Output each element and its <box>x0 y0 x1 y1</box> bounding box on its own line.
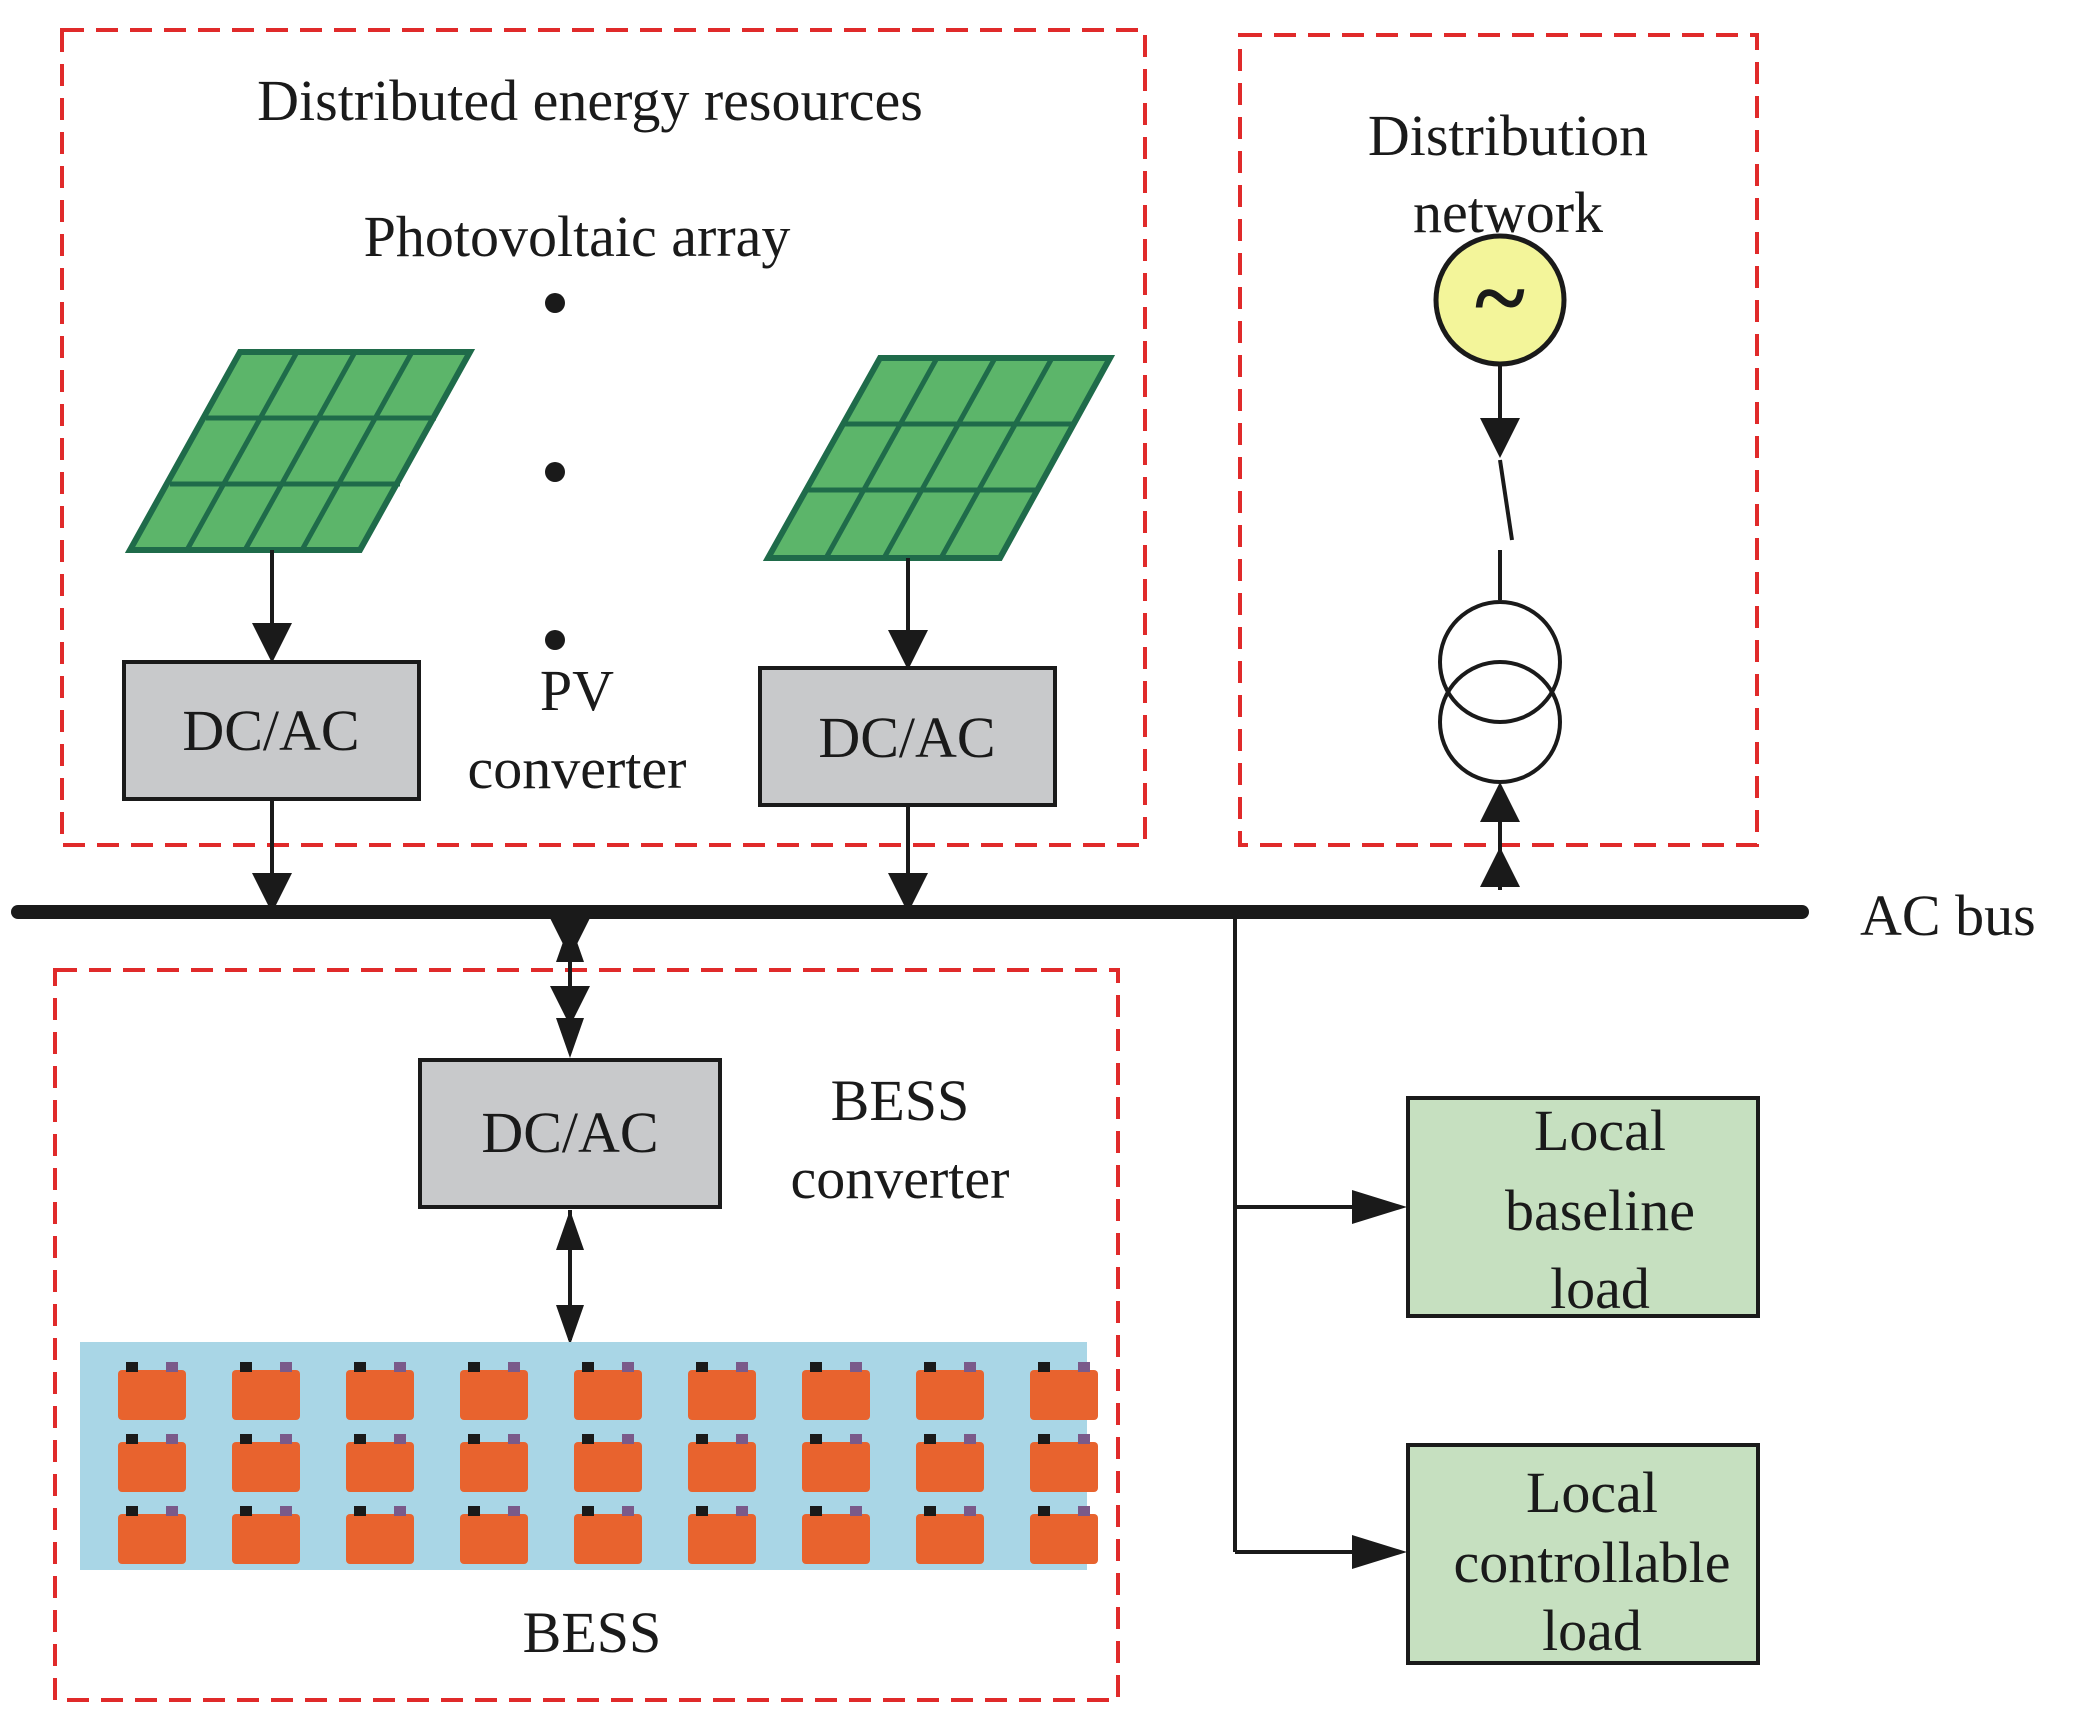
bess-arrowhead-down <box>556 1305 584 1345</box>
bess-label: BESS <box>523 1600 662 1665</box>
baseline-load-line3: load <box>1550 1256 1650 1321</box>
baseline-load-line2: baseline <box>1505 1178 1695 1243</box>
controllable-load-line2: controllable <box>1453 1530 1730 1595</box>
battery-icon <box>574 1362 642 1420</box>
pv-converter-label-line1: PV <box>540 658 614 723</box>
battery-icon <box>460 1362 528 1420</box>
battery-icon <box>232 1434 300 1492</box>
bess-converter-box-label: DC/AC <box>481 1100 658 1165</box>
pv-converter-left <box>122 660 421 801</box>
baseline-load-arrowhead <box>1352 1190 1407 1224</box>
battery-icon <box>688 1506 756 1564</box>
bus-bess-arrowhead-down <box>556 1018 584 1058</box>
pv-converter-right-label: DC/AC <box>818 705 995 770</box>
pv-converter-left-label: DC/AC <box>182 698 359 763</box>
distribution-title-line1: Distribution <box>1368 103 1648 168</box>
ellipsis-dot <box>545 630 565 650</box>
battery-icon <box>916 1434 984 1492</box>
controllable-load-arrowhead <box>1352 1535 1407 1569</box>
ellipsis-dot <box>545 462 565 482</box>
battery-icon <box>460 1434 528 1492</box>
controllable-load-box <box>1406 1443 1760 1665</box>
ac-source-symbol: ~ <box>1475 244 1525 351</box>
baseline-load-box <box>1406 1096 1760 1318</box>
der-title: Distributed energy resources <box>257 68 923 133</box>
battery-icon <box>574 1506 642 1564</box>
battery-icon <box>574 1434 642 1492</box>
pv-converter-label-line2: converter <box>468 736 687 801</box>
ac-bus-label: AC bus <box>1860 883 2036 948</box>
battery-icon <box>916 1362 984 1420</box>
bess-converter-box <box>418 1058 722 1209</box>
battery-icon <box>118 1362 186 1420</box>
solar-panel-right <box>762 355 1116 561</box>
bess-arrowhead-up <box>556 1210 584 1250</box>
bus-bess-arrowhead-up <box>556 922 584 962</box>
battery-icon <box>1030 1506 1098 1564</box>
battery-icon <box>346 1362 414 1420</box>
bess-converter-label-line1: BESS <box>831 1068 970 1133</box>
battery-icon <box>118 1434 186 1492</box>
battery-icon <box>346 1434 414 1492</box>
battery-icon <box>232 1506 300 1564</box>
bess-converter-label-line2: converter <box>791 1146 1010 1211</box>
battery-icon <box>118 1506 186 1564</box>
baseline-load-line1: Local <box>1534 1098 1666 1163</box>
battery-icon <box>232 1362 300 1420</box>
battery-icon <box>688 1362 756 1420</box>
battery-icon <box>688 1434 756 1492</box>
battery-icon <box>1030 1434 1098 1492</box>
battery-icon <box>802 1362 870 1420</box>
pv-converter-right <box>758 666 1057 807</box>
solar-panel-left <box>124 349 476 553</box>
battery-icon <box>802 1506 870 1564</box>
controllable-load-line3: load <box>1542 1598 1642 1663</box>
breaker-switch-icon <box>1498 459 1514 541</box>
controllable-load-line1: Local <box>1526 1460 1658 1525</box>
battery-icon <box>802 1434 870 1492</box>
transformer-icon-upper <box>1438 600 1562 724</box>
battery-icon <box>916 1506 984 1564</box>
battery-icon <box>346 1506 414 1564</box>
battery-icon <box>1030 1362 1098 1420</box>
ellipsis-dot <box>545 293 565 313</box>
battery-icon <box>460 1506 528 1564</box>
pv-array-label: Photovoltaic array <box>364 204 791 269</box>
battery-bank <box>118 1362 1098 1564</box>
